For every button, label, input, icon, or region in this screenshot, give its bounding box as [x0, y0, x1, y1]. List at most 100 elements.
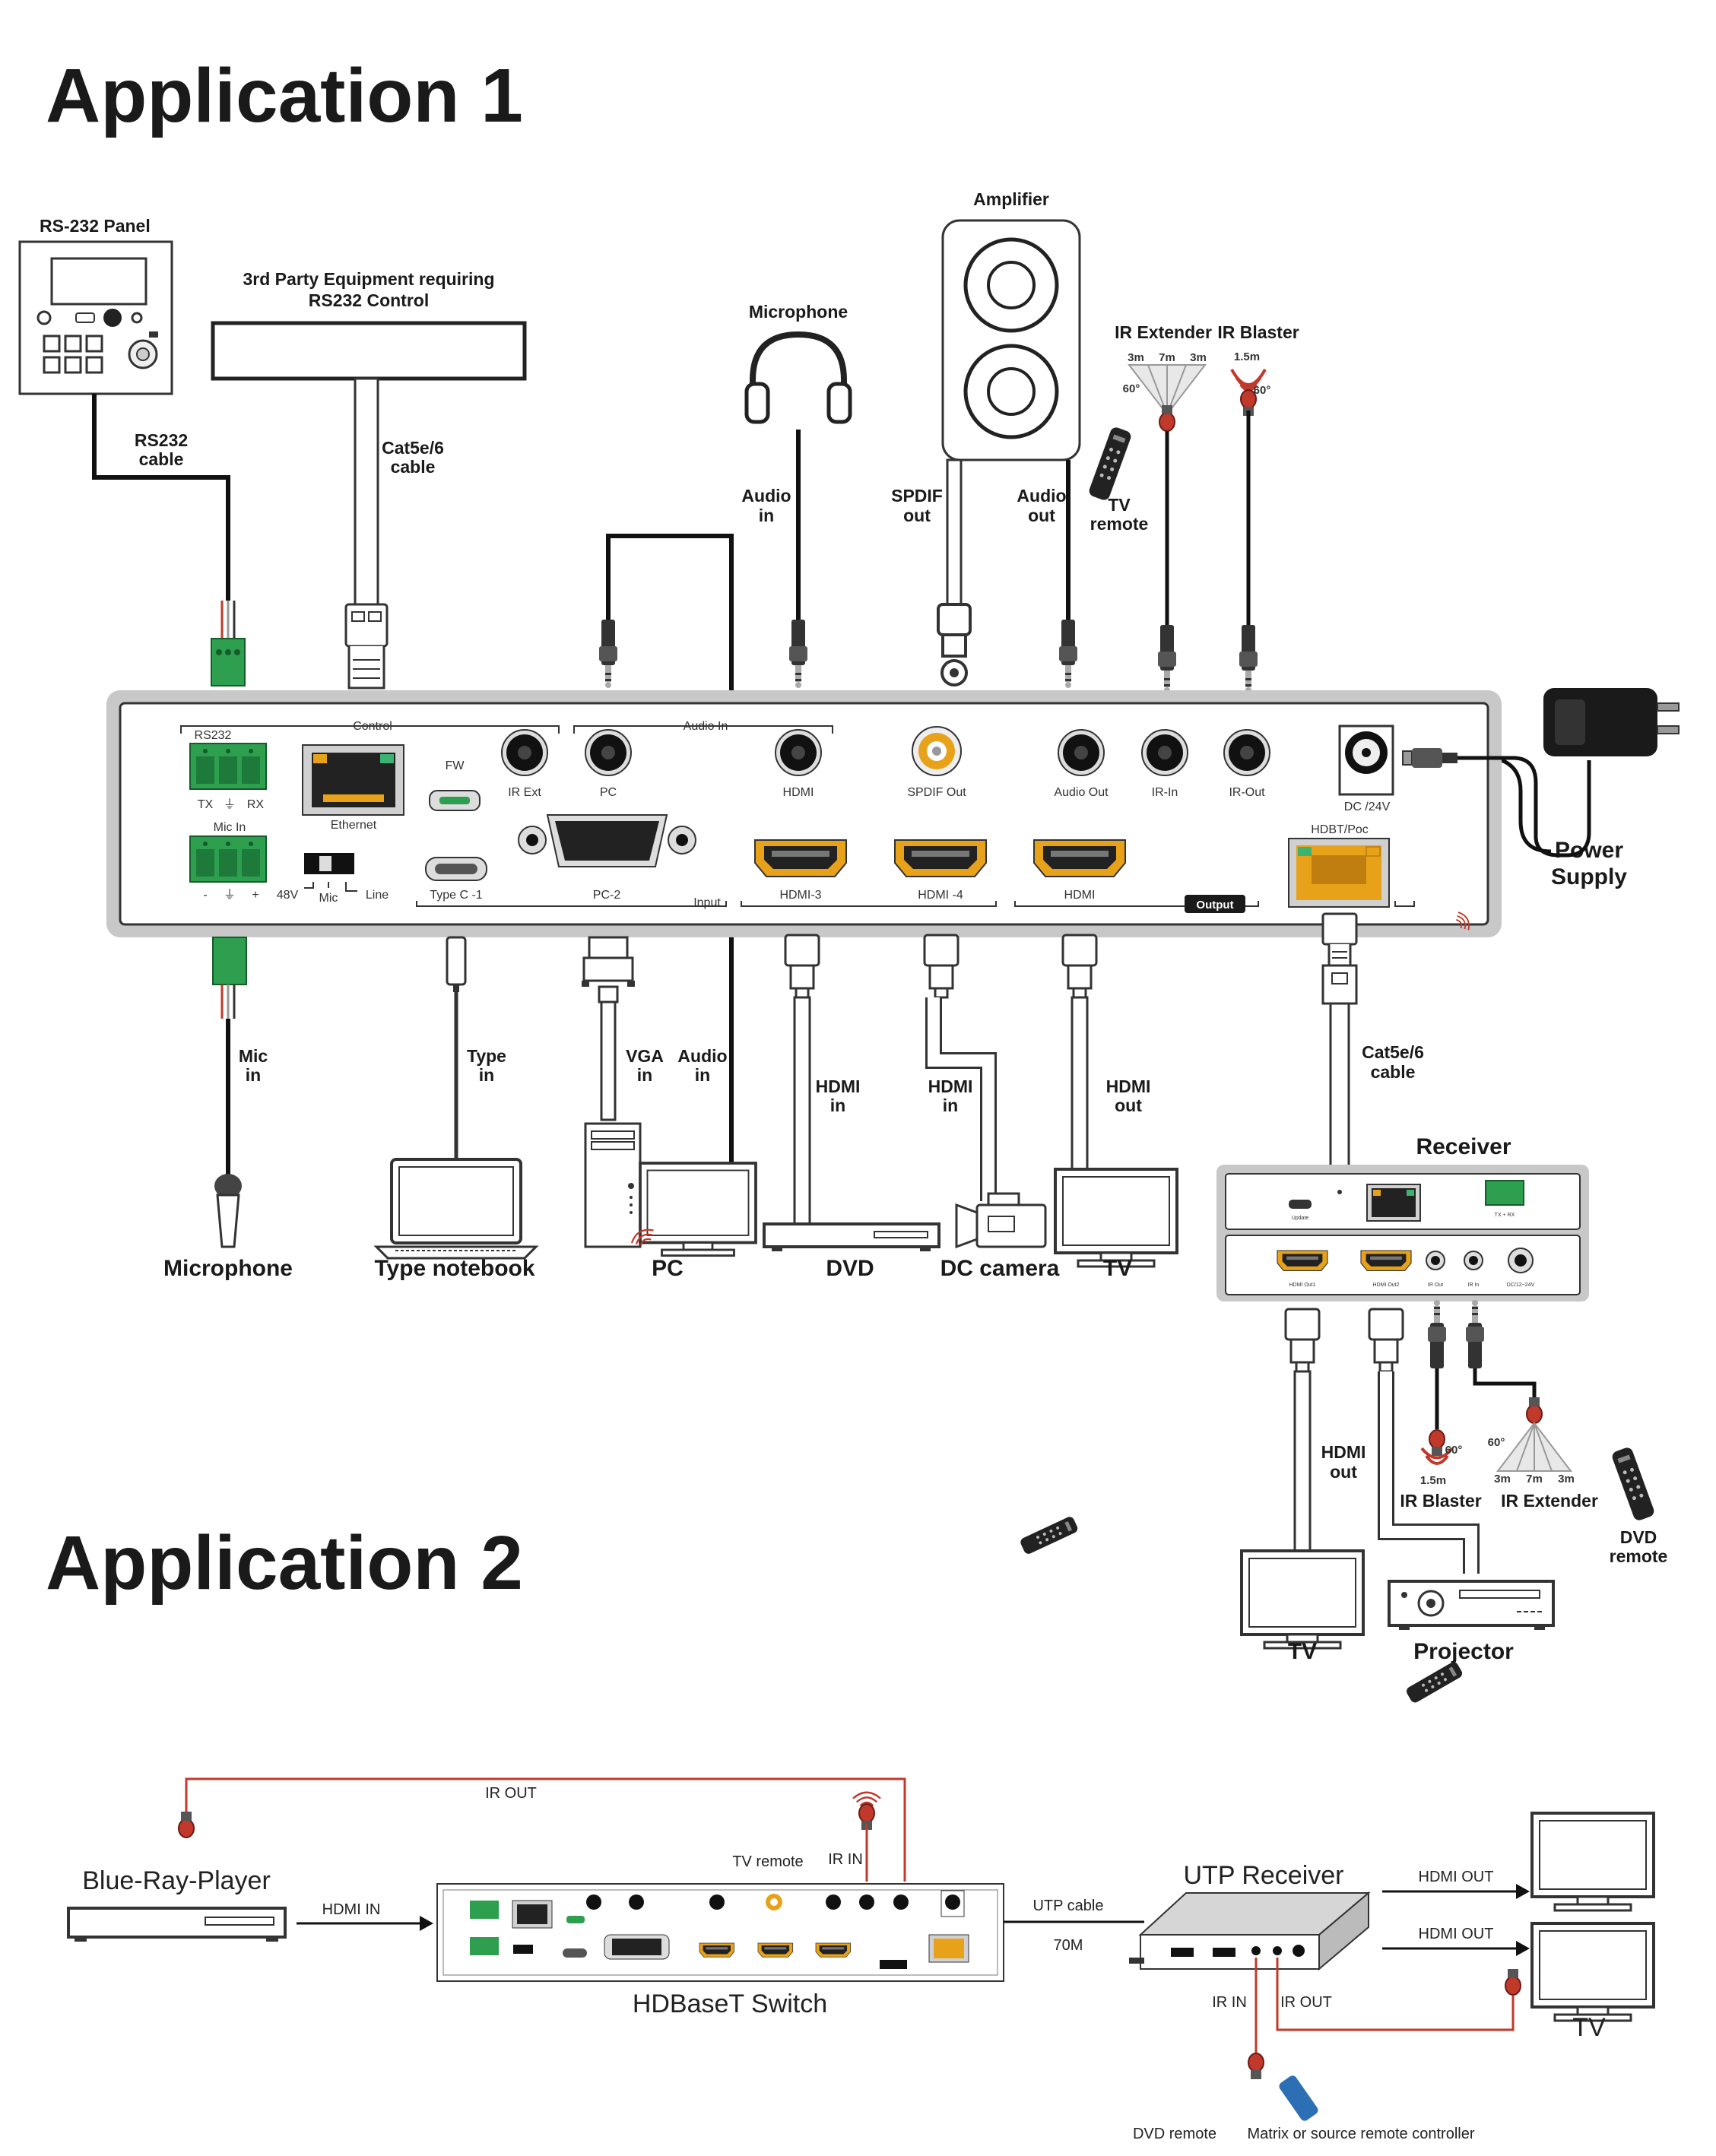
panel-ir-out-label: IR-Out — [1229, 786, 1265, 799]
app2-tv-label: TV — [1572, 2013, 1606, 2042]
ethernet-port — [302, 744, 404, 816]
blaster-len-top: 1.5m — [1234, 350, 1260, 363]
pc-monitor-icon — [639, 1162, 757, 1257]
app2-matrix-remote-label: Matrix or source remote controller — [1248, 2126, 1475, 2142]
hdbt-group-bracket — [1394, 901, 1415, 907]
spdif-cable — [937, 458, 972, 686]
panel-dc-label: DC /24V — [1344, 801, 1391, 813]
panel-line-label: Line — [366, 889, 389, 902]
mic-in-cable-label-2: in — [246, 1065, 261, 1085]
ir-out-line — [178, 1777, 906, 1882]
app2-monitor-2 — [1530, 1922, 1655, 2022]
fw-usb-port — [429, 790, 481, 811]
audio-in-cable-label-1: Audio — [677, 1046, 727, 1066]
receiver-dc-label: DC/12~24V — [1507, 1283, 1535, 1288]
rx-blaster-angle: 60° — [1445, 1444, 1463, 1457]
ext-angle-top: 60° — [1123, 382, 1140, 395]
microphone-top-label: Microphone — [749, 302, 848, 322]
app2-matrix-remote-icon — [1279, 2075, 1318, 2121]
receiver-device — [1216, 1165, 1589, 1302]
app2-switch-label: HDBaseT Switch — [633, 1990, 827, 2018]
output-group-bracket — [1014, 901, 1259, 907]
rx-ext-angle: 60° — [1488, 1436, 1505, 1449]
audio-out-cable-top — [1059, 460, 1077, 688]
rx-blaster-len: 1.5m — [1420, 1474, 1446, 1487]
app2-utp-cable-label: UTP cable — [1032, 1898, 1103, 1914]
ext-dist-top-1: 3m — [1128, 351, 1144, 364]
panel-mic-minus-label: - — [203, 889, 207, 902]
receiver-ir-in-label: IR In — [1468, 1283, 1480, 1288]
cat-cable-bottom-label-2: cable — [1371, 1062, 1416, 1082]
pc-audio-jack — [585, 729, 632, 776]
ext-dist-top-3: 3m — [1190, 351, 1207, 364]
dvd-remote-label-1: DVD — [1620, 1527, 1657, 1547]
audio-out-top-label-2: out — [1028, 506, 1055, 525]
panel-typec-label: Type C -1 — [430, 889, 482, 902]
panel-hdmi-out-label: HDMI — [1064, 889, 1096, 902]
receiver-hdmi-out1-label: HDMI Out1 — [1289, 1283, 1315, 1288]
vga-cable — [582, 936, 635, 1121]
panel-ground-label: ⏚ — [224, 797, 236, 811]
ir-out-jack — [1223, 729, 1270, 776]
mic-in-cable — [212, 937, 247, 1175]
rx-ir-extender — [1466, 1300, 1573, 1472]
panel-pc-label: PC — [600, 786, 617, 799]
hdmi-out-tv-label-2: out — [1115, 1095, 1142, 1115]
vga-port — [518, 814, 696, 867]
blaster-angle-top: 60° — [1254, 384, 1271, 397]
app2-ir-in-top-label: IR IN — [828, 1851, 863, 1868]
dc-plug — [1402, 748, 1591, 858]
panel-mic-switch-label: Mic — [319, 892, 338, 905]
app2-switch-device — [436, 1883, 1004, 1982]
handheld-microphone-icon — [214, 1174, 242, 1248]
device-notebook-label: Type notebook — [374, 1256, 534, 1281]
audio-out-jack — [1058, 729, 1105, 776]
receiver-hdmi-out2-label: HDMI Out2 — [1372, 1283, 1399, 1288]
type-c-port — [425, 857, 487, 881]
amplifier-label: Amplifier — [973, 189, 1049, 209]
control-group-bracket — [180, 725, 560, 734]
ir-extender-top — [1127, 364, 1207, 693]
rs232-cable-label-2: cable — [139, 449, 184, 469]
audio-out-top-label-1: Audio — [1017, 486, 1066, 506]
amplifier-speaker — [941, 219, 1081, 461]
rx-projector-label: Projector — [1413, 1639, 1514, 1664]
tv-remote-top-label-1: TV — [1108, 495, 1131, 515]
app2-ir-out-bottom-label: IR OUT — [1280, 1994, 1332, 2011]
projector-icon — [1388, 1580, 1555, 1630]
app2-utp-receiver-label: UTP Receiver — [1184, 1861, 1344, 1890]
panel-48v-label: 48V — [277, 889, 299, 902]
cat-cable-top — [344, 377, 389, 690]
rx-tv-icon — [1240, 1549, 1365, 1650]
hdmi-in-dvd-label-1: HDMI — [816, 1076, 861, 1096]
cat-cable-bottom — [1321, 912, 1358, 1168]
vga-in-cable-label-1: VGA — [626, 1046, 664, 1066]
third-party-label-2: RS232 Control — [309, 290, 429, 310]
panel-audio-out-label: Audio Out — [1054, 786, 1109, 799]
type-c-cable — [446, 936, 467, 1159]
mic-in-terminal-block — [189, 835, 267, 883]
app2-hdmi-in-label: HDMI IN — [322, 1901, 381, 1918]
app2-hdmi-out-arrow-1 — [1382, 1884, 1530, 1899]
spdif-out-port — [912, 726, 962, 776]
panel-ir-in-label: IR-In — [1152, 786, 1178, 799]
rx-ext-dist-2: 7m — [1526, 1473, 1543, 1485]
audio-in-top-label-1: Audio — [741, 486, 791, 506]
panel-ir-ext-label: IR Ext — [508, 786, 541, 799]
hdmi-out-tv-label-1: HDMI — [1106, 1076, 1151, 1096]
panel-mic-in-label: Mic In — [214, 821, 246, 834]
hdmi-cable-dvd — [784, 934, 820, 1227]
panel-spdif-out-label: SPDIF Out — [907, 786, 966, 799]
receiver-title: Receiver — [1416, 1134, 1511, 1159]
dvd-player-icon — [763, 1222, 940, 1251]
app2-hdmi-out-2-label: HDMI OUT — [1419, 1926, 1494, 1942]
rs232-cable-label-1: RS232 — [135, 430, 188, 450]
receiver-ir-out-label: IR Out — [1428, 1283, 1443, 1288]
third-party-equipment — [211, 321, 527, 381]
blu-ray-player-icon — [67, 1907, 287, 1942]
rx-ext-dist-1: 3m — [1494, 1473, 1511, 1485]
device-tv-label: TV — [1103, 1256, 1132, 1281]
app2-ir-in-bottom-label: IR IN — [1212, 1994, 1247, 2011]
notebook-icon — [373, 1158, 539, 1260]
app2-dvd-remote-label: DVD remote — [1133, 2126, 1216, 2142]
